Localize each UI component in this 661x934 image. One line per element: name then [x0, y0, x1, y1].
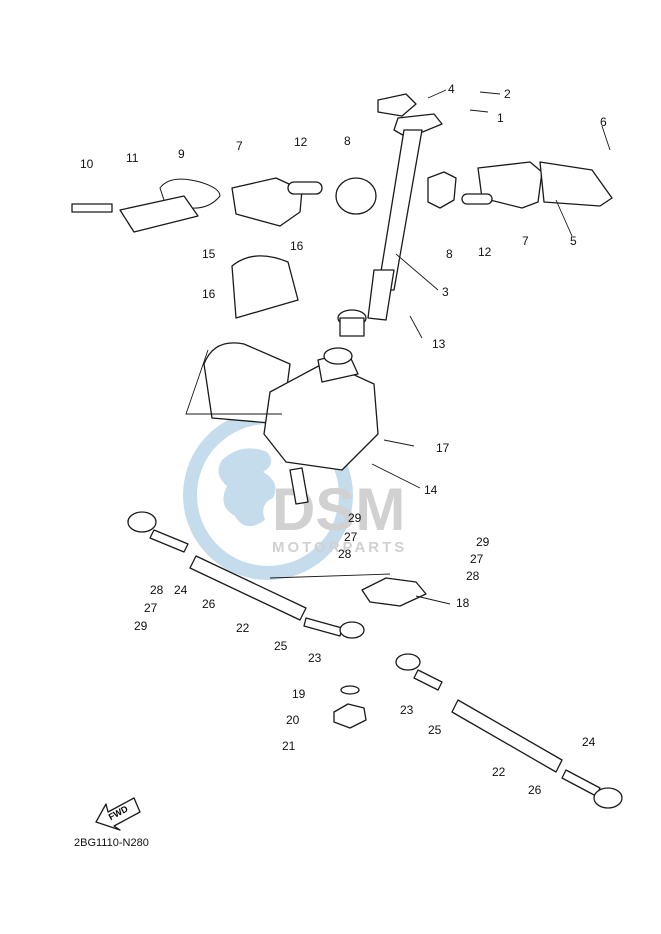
diagram-code: 2BG1110-N280: [74, 837, 149, 849]
callout-label: 28: [466, 569, 480, 583]
callout-label: 27: [344, 530, 358, 544]
pitman-arm: [333, 577, 427, 729]
callout-label: 24: [582, 735, 596, 749]
watermark-subtitle: MOTORPARTS: [272, 539, 407, 556]
callout-label: 17: [436, 441, 450, 455]
callout-label: 29: [348, 511, 362, 525]
callout-label: 6: [600, 115, 607, 129]
callout-label: 20: [286, 713, 300, 727]
callout-label: 9: [178, 147, 185, 161]
watermark-brand: DSM: [272, 476, 405, 543]
callout-label: 21: [282, 739, 296, 753]
callout-label: 16: [202, 287, 216, 301]
callout-label: 23: [308, 651, 322, 665]
callout-label: 15: [202, 247, 216, 261]
callout-label: 23: [400, 703, 414, 717]
callout-label: 7: [236, 139, 243, 153]
callout-label: 22: [492, 765, 506, 779]
callout-label: 29: [476, 535, 490, 549]
callout-label: 28: [338, 547, 352, 561]
callout-label: 16: [290, 239, 304, 253]
power-steering-unit: [203, 255, 379, 505]
upper-brackets-right: [427, 161, 613, 209]
callout-label: 14: [424, 483, 438, 497]
callout-label: 22: [236, 621, 250, 635]
callout-label: 8: [344, 134, 351, 148]
callout-label: 3: [442, 285, 449, 299]
callout-label: 28: [150, 583, 164, 597]
callout-label: 19: [292, 687, 306, 701]
callout-labels: 1 2 3 4 5 6 7 7 8 8 9 10 11 12 12 13 14 …: [80, 82, 607, 797]
callout-label: 25: [428, 723, 442, 737]
callout-label: 2: [504, 87, 511, 101]
callout-label: 1: [497, 111, 504, 125]
tie-rods: [127, 511, 623, 809]
callout-label: 10: [80, 157, 94, 171]
callout-label: 12: [294, 135, 308, 149]
callout-label: 26: [528, 783, 542, 797]
callout-label: 13: [432, 337, 446, 351]
callout-label: 25: [274, 639, 288, 653]
callout-label: 4: [448, 82, 455, 96]
callout-label: 11: [126, 151, 139, 165]
callout-label: 24: [174, 583, 188, 597]
callout-label: 5: [570, 234, 577, 248]
callout-label: 8: [446, 247, 453, 261]
callout-label: 27: [470, 552, 484, 566]
callout-label: 7: [522, 234, 529, 248]
upper-brackets-left: [71, 177, 377, 233]
callout-label: 12: [478, 245, 492, 259]
callout-label: 29: [134, 619, 148, 633]
callout-label: 27: [144, 601, 158, 615]
callout-label: 26: [202, 597, 216, 611]
watermark-continents: [218, 448, 276, 527]
callout-label: 18: [456, 596, 470, 610]
leader-lines: [185, 89, 611, 605]
steering-column: [337, 93, 443, 337]
fwd-arrow-icon: FWD: [95, 797, 141, 831]
